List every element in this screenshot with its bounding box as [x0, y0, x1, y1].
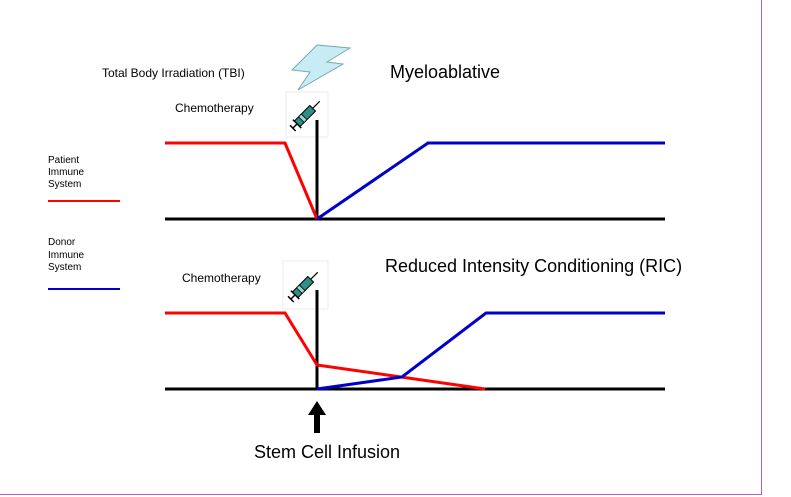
legend-donor-line3: System	[48, 262, 81, 273]
ric-title: Reduced Intensity Conditioning (RIC)	[385, 256, 682, 276]
infusion-arrow-icon	[308, 401, 326, 433]
legend-donor: Donor Immune System	[48, 237, 120, 290]
top-chemotherapy-label: Chemotherapy	[175, 101, 254, 115]
legend-patient-line1: Patient	[48, 155, 79, 166]
legend-patient: Patient Immune System	[48, 155, 120, 202]
myeloablative-title: Myeloablative	[390, 62, 500, 82]
diagram-frame	[0, 0, 762, 495]
bottom-donor-line	[316, 311, 665, 391]
bottom-chemotherapy-label: Chemotherapy	[182, 271, 261, 285]
legend-donor-line2: Immune	[48, 250, 85, 261]
top-patient-line	[165, 141, 319, 220]
top-donor-line	[316, 141, 665, 221]
tbi-label: Total Body Irradiation (TBI)	[102, 66, 245, 80]
legend-patient-line3: System	[48, 179, 81, 190]
lightning-icon	[290, 44, 352, 91]
legend-patient-line2: Immune	[48, 167, 85, 178]
legend-donor-line1: Donor	[48, 237, 76, 248]
syringe-icon-top	[285, 91, 329, 138]
stem-cell-infusion-label: Stem Cell Infusion	[254, 442, 400, 462]
syringe-icon-bottom	[282, 260, 329, 310]
